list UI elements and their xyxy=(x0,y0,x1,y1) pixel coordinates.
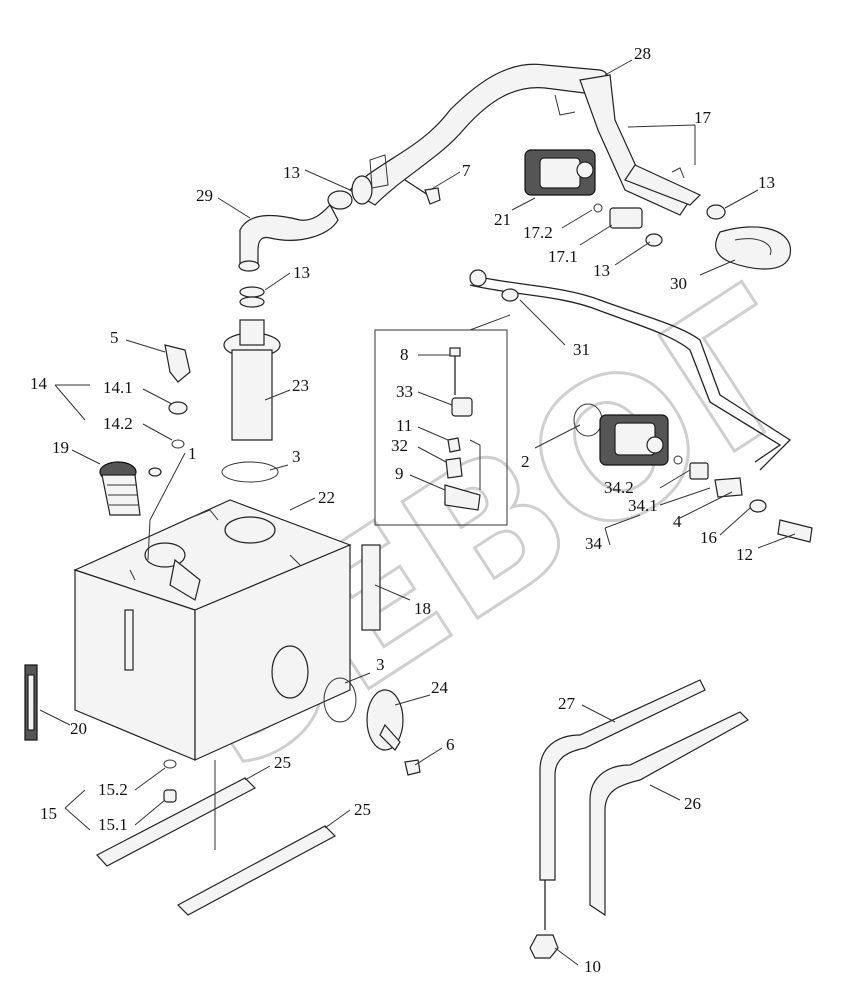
label-34-2: 34.2 xyxy=(604,478,634,497)
hose-30 xyxy=(715,226,791,270)
label-19: 19 xyxy=(52,438,69,457)
label-32: 32 xyxy=(391,436,408,455)
label-15: 15 xyxy=(40,804,57,823)
pressure-line-31 xyxy=(469,269,792,471)
label-7: 7 xyxy=(462,161,471,180)
label-4: 4 xyxy=(673,512,682,531)
fitting-17-2 xyxy=(593,203,603,213)
level-gauge-20 xyxy=(24,664,38,741)
fittings-34 xyxy=(673,455,743,498)
gauge-18 xyxy=(361,544,381,631)
label-33: 33 xyxy=(396,382,413,401)
label-11: 11 xyxy=(396,416,412,435)
label-23: 23 xyxy=(292,376,309,395)
label-3-top: 3 xyxy=(292,447,301,466)
tee-fitting-5 xyxy=(164,344,191,383)
leader-lines xyxy=(39,59,796,966)
bolt-12 xyxy=(777,519,813,543)
label-28: 28 xyxy=(634,44,651,63)
plug-1 xyxy=(148,467,162,477)
label-10: 10 xyxy=(584,957,601,976)
suction-flange-24 xyxy=(366,689,404,751)
label-15-2: 15.2 xyxy=(98,780,128,799)
label-13-d: 13 xyxy=(293,263,310,282)
bracket-assembly xyxy=(374,329,508,526)
label-14-1: 14.1 xyxy=(103,378,133,397)
strap-27 xyxy=(539,679,706,881)
label-13-c: 13 xyxy=(593,261,610,280)
label-26: 26 xyxy=(684,794,701,813)
label-17-2: 17.2 xyxy=(523,223,553,242)
pump-21 xyxy=(524,149,596,196)
drain-parts-15 xyxy=(163,759,177,803)
return-hose-28 xyxy=(349,63,691,216)
label-20: 20 xyxy=(70,719,87,738)
label-8: 8 xyxy=(400,345,409,364)
label-27: 27 xyxy=(558,694,576,713)
label-12: 12 xyxy=(736,545,753,564)
washer-16 xyxy=(749,499,767,513)
label-15-1: 15.1 xyxy=(98,815,128,834)
label-31: 31 xyxy=(573,340,590,359)
label-16: 16 xyxy=(700,528,717,547)
label-25-bottom: 25 xyxy=(354,800,371,819)
label-13: 13 xyxy=(283,163,300,182)
label-21: 21 xyxy=(494,210,511,229)
gasket-3-side xyxy=(323,677,357,723)
bolt-7 xyxy=(404,179,441,205)
label-22: 22 xyxy=(318,488,335,507)
label-6: 6 xyxy=(446,735,455,754)
callout-labels: 28 17 13 7 29 13 21 17.2 17.1 13 30 13 2… xyxy=(30,44,775,976)
pad-25b xyxy=(177,825,336,916)
fitting-17-1 xyxy=(609,207,643,229)
nut-10 xyxy=(529,880,559,959)
label-17-1: 17.1 xyxy=(548,247,578,266)
clamp-13b xyxy=(239,286,265,308)
pipe-17 xyxy=(624,164,702,206)
pump-2 xyxy=(599,414,669,466)
tank-22 xyxy=(73,499,352,761)
filter-19 xyxy=(99,461,141,516)
label-5: 5 xyxy=(110,328,119,347)
label-3-side: 3 xyxy=(376,655,385,674)
filler-pipe-23 xyxy=(223,319,281,441)
clamp-13-right xyxy=(706,204,726,220)
hose-29 xyxy=(238,204,339,272)
label-14: 14 xyxy=(30,374,48,393)
label-14-2: 14.2 xyxy=(103,414,133,433)
label-24: 24 xyxy=(431,678,449,697)
adapter-14-1 xyxy=(168,401,188,415)
label-13-right: 13 xyxy=(758,173,775,192)
label-34: 34 xyxy=(585,534,603,553)
label-18: 18 xyxy=(414,599,431,618)
label-29: 29 xyxy=(196,186,213,205)
seal-14-2 xyxy=(171,439,185,449)
gasket-3-top xyxy=(221,461,279,483)
hose-clamp-13a xyxy=(327,175,373,210)
label-9: 9 xyxy=(395,464,404,483)
label-2: 2 xyxy=(521,452,530,471)
label-17: 17 xyxy=(694,108,712,127)
label-25-top: 25 xyxy=(274,753,291,772)
bolt-6 xyxy=(404,759,421,776)
label-30: 30 xyxy=(670,274,687,293)
label-34-1: 34.1 xyxy=(628,496,658,515)
clamp-13c xyxy=(645,233,663,247)
bracket-on-tank xyxy=(124,609,134,671)
label-1: 1 xyxy=(188,444,197,463)
strap-26 xyxy=(589,711,749,917)
